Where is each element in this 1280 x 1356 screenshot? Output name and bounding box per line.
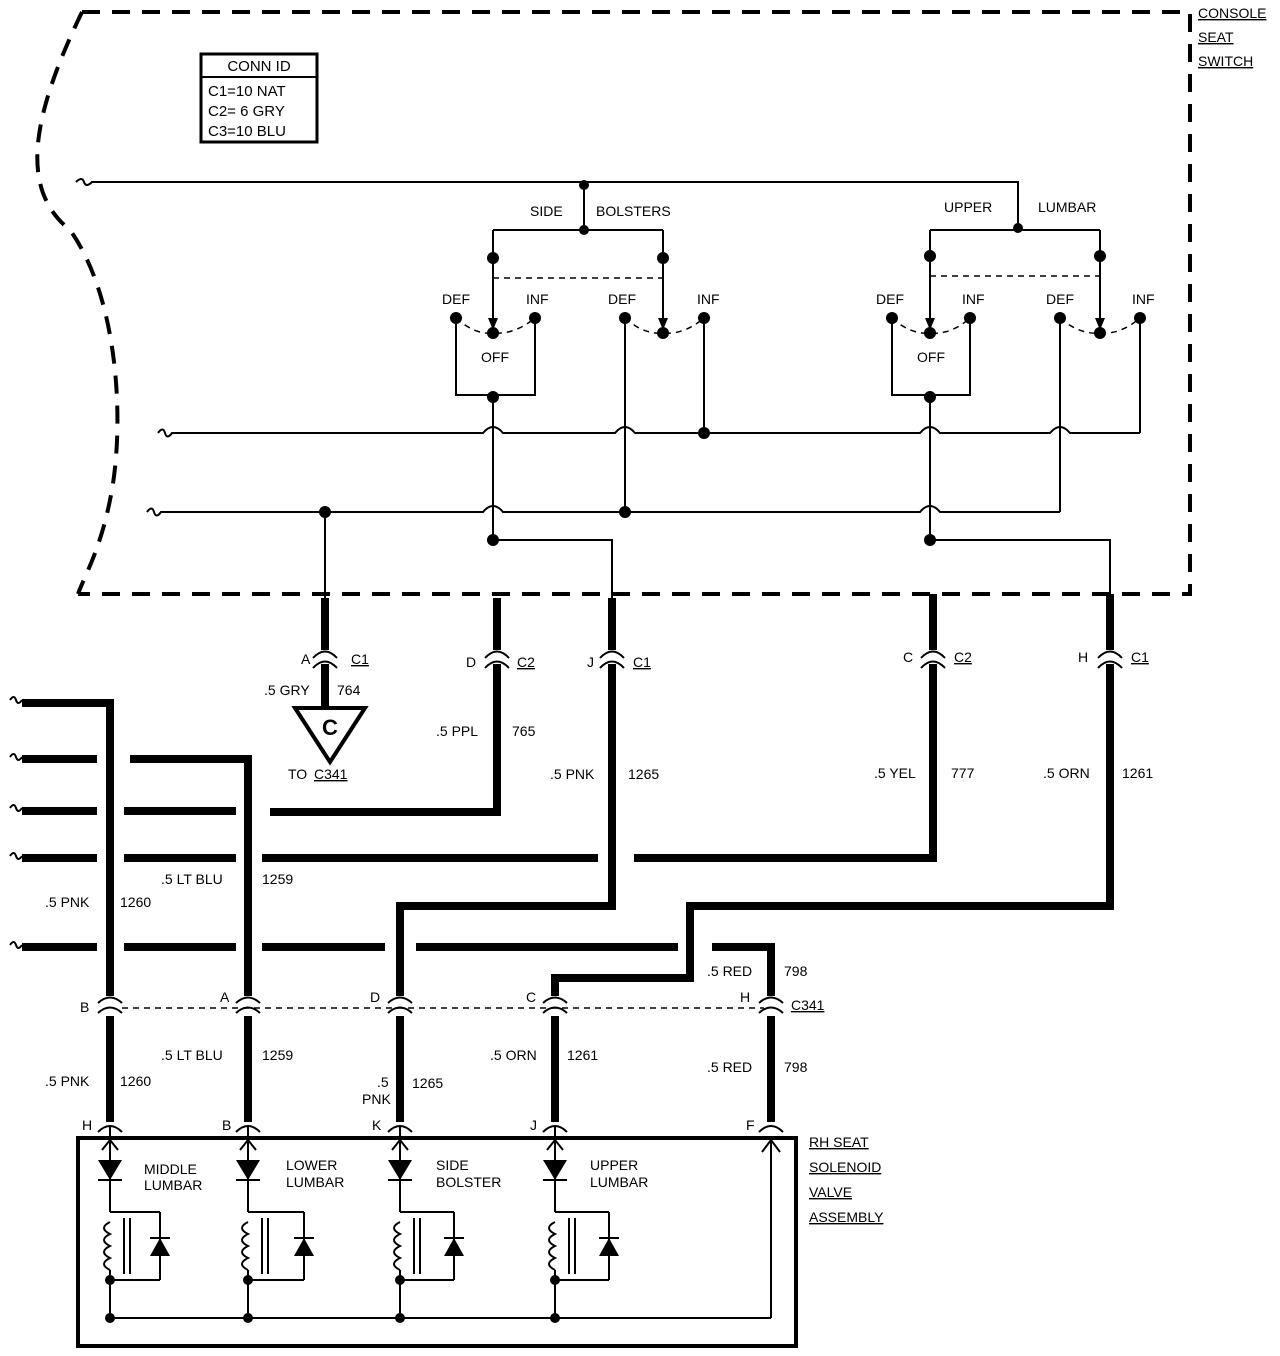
switch-pin-letter: H (1078, 649, 1088, 665)
ground-to-text: TO (288, 766, 307, 782)
solenoid-label: LUMBAR (144, 1177, 202, 1193)
lumbar-label: LUMBAR (1038, 199, 1096, 215)
circuit-number: 1261 (567, 1047, 598, 1063)
valve-name-line: VALVE (809, 1184, 852, 1200)
valve-pin-letter: J (530, 1117, 537, 1133)
conn-id-row: C2= 6 GRY (208, 103, 285, 120)
ground-reference-letter: C (322, 715, 338, 740)
valve-assembly-box (76, 1136, 798, 1348)
valve-pin-letter: B (222, 1117, 231, 1133)
ground-to-conn: C341 (314, 766, 348, 782)
circuit-number: 798 (784, 1059, 808, 1075)
solenoid-label: SIDE (436, 1157, 469, 1173)
switch-pin-conn: C1 (1131, 649, 1149, 665)
circuit-number: 765 (512, 723, 536, 739)
conn-id-row: C1=10 NAT (208, 83, 286, 100)
inf-label: INF (962, 291, 985, 307)
wire-color: .5 PNK (550, 766, 595, 782)
switch-name-line-2: SEAT (1198, 29, 1234, 45)
valve-pin-letter: F (746, 1117, 755, 1133)
c341-pin-letter: B (80, 999, 89, 1015)
circuit-number: 1265 (412, 1075, 443, 1091)
switch-internal-wiring (75, 178, 1146, 598)
off-label: OFF (917, 349, 945, 365)
def-label: DEF (1046, 291, 1074, 307)
solenoid-label: LUMBAR (286, 1174, 344, 1190)
wire-color: .5 (377, 1074, 389, 1090)
def-label: DEF (876, 291, 904, 307)
solenoid-label: LUMBAR (590, 1174, 648, 1190)
circuit-number: 764 (337, 682, 361, 698)
switch-pin-letter: C (903, 649, 913, 665)
switch-pin-letter: D (466, 654, 476, 670)
ground-reference: C (291, 706, 369, 766)
harness-lines (9, 696, 775, 996)
solenoid-circuits (97, 1125, 784, 1323)
wire-color: .5 GRY (264, 682, 310, 698)
switch-pin-conn: C1 (351, 651, 369, 667)
wire-color: .5 PNK (45, 894, 90, 910)
solenoid-label: MIDDLE (144, 1161, 197, 1177)
def-label: DEF (442, 291, 470, 307)
circuit-number: 1260 (120, 1073, 151, 1089)
c341-pin-letter: A (220, 989, 230, 1005)
switch-enclosure (35, 10, 1192, 596)
conn-id-row: C3=10 BLU (208, 123, 286, 140)
switch-pin-conn: C1 (633, 654, 651, 670)
circuit-number: 1265 (628, 766, 659, 782)
wire-color: .5 RED (707, 963, 752, 979)
wire-color: .5 ORN (490, 1047, 537, 1063)
upper-label: UPPER (944, 199, 992, 215)
valve-name-line: SOLENOID (809, 1159, 881, 1175)
valve-name-line: ASSEMBLY (809, 1209, 884, 1225)
switch-connector-wires (270, 594, 1123, 996)
circuit-number: 798 (784, 963, 808, 979)
switch-pin-letter: A (301, 651, 311, 667)
c341-pin-letter: H (740, 989, 750, 1005)
circuit-number: 1259 (262, 871, 293, 887)
c341-connector (97, 996, 784, 1014)
wire-color: .5 PPL (436, 723, 478, 739)
circuit-number: 1260 (120, 894, 151, 910)
inf-label: INF (1132, 291, 1155, 307)
conn-id-box: CONN ID C1=10 NAT C2= 6 GRY C3=10 BLU (199, 52, 319, 144)
conn-id-title: CONN ID (227, 58, 291, 75)
switch-pin-conn: C2 (517, 654, 535, 670)
solenoid-label: UPPER (590, 1157, 638, 1173)
switch-pin-letter: J (587, 654, 594, 670)
switch-name-line-1: CONSOLE (1198, 5, 1266, 21)
circuit-number: 1259 (262, 1047, 293, 1063)
c341-pin-letter: D (370, 989, 380, 1005)
wire-color: .5 RED (707, 1059, 752, 1075)
valve-pin-letter: K (372, 1117, 382, 1133)
switch-name-line-3: SWITCH (1198, 53, 1253, 69)
valve-name-line: RH SEAT (809, 1134, 869, 1150)
wire-color: .5 PNK (45, 1073, 90, 1089)
wire-color: PNK (362, 1091, 391, 1107)
bolsters-label: BOLSTERS (596, 203, 671, 219)
switch-pin-conn: C2 (954, 649, 972, 665)
side-label: SIDE (530, 203, 563, 219)
wire-color: .5 ORN (1043, 765, 1090, 781)
valve-pin-letter: H (82, 1117, 92, 1133)
c341-pin-letter: C (526, 989, 536, 1005)
inf-label: INF (697, 291, 720, 307)
wire-color: .5 YEL (874, 765, 916, 781)
solenoid-label: LOWER (286, 1157, 337, 1173)
lower-wires (106, 1016, 775, 1122)
wire-color: .5 LT BLU (161, 1047, 223, 1063)
wire-color: .5 LT BLU (161, 871, 223, 887)
solenoid-label: BOLSTER (436, 1174, 501, 1190)
off-label: OFF (481, 349, 509, 365)
def-label: DEF (608, 291, 636, 307)
circuit-number: 777 (951, 765, 975, 781)
inf-label: INF (526, 291, 549, 307)
circuit-number: 1261 (1122, 765, 1153, 781)
c341-name: C341 (791, 997, 825, 1013)
